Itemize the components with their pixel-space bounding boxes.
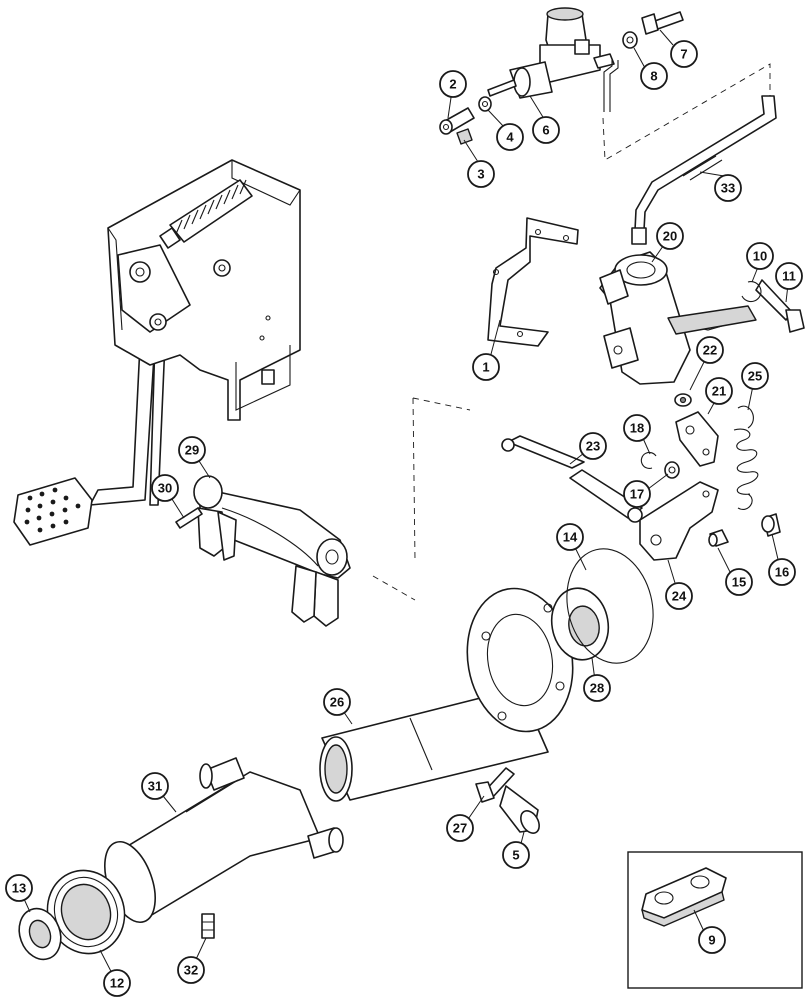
callout-9: 9 bbox=[698, 926, 726, 954]
flange-bolt bbox=[475, 767, 515, 803]
callout-25: 25 bbox=[741, 362, 769, 390]
inset-panel bbox=[627, 851, 803, 989]
callout-8-label: 8 bbox=[650, 69, 657, 84]
callout-33: 33 bbox=[714, 174, 742, 202]
callout-8: 8 bbox=[640, 62, 668, 90]
callout-32: 32 bbox=[177, 956, 205, 984]
callout-31-label: 31 bbox=[148, 779, 162, 794]
pivot-bolt bbox=[761, 513, 781, 537]
callout-30: 30 bbox=[151, 474, 179, 502]
callout-6-label: 6 bbox=[542, 123, 549, 138]
callout-10: 10 bbox=[746, 242, 774, 270]
callout-15: 15 bbox=[725, 568, 753, 596]
callout-12: 12 bbox=[103, 969, 131, 997]
callout-32-label: 32 bbox=[184, 963, 198, 978]
callout-17: 17 bbox=[623, 480, 651, 508]
callout-13: 13 bbox=[5, 874, 33, 902]
bleed-nipple bbox=[201, 913, 215, 939]
callout-27: 27 bbox=[446, 814, 474, 842]
callout-13-label: 13 bbox=[12, 881, 26, 896]
callout-3: 3 bbox=[467, 160, 495, 188]
callout-28-label: 28 bbox=[590, 681, 604, 696]
callout-22-label: 22 bbox=[703, 343, 717, 358]
return-spring bbox=[733, 405, 759, 510]
callout-5: 5 bbox=[502, 841, 530, 869]
callout-7-label: 7 bbox=[680, 47, 687, 62]
callout-6: 6 bbox=[532, 116, 560, 144]
callout-31: 31 bbox=[141, 772, 169, 800]
release-lever bbox=[639, 481, 719, 561]
protective-cap bbox=[499, 785, 540, 834]
callout-2: 2 bbox=[439, 70, 467, 98]
callout-20-label: 20 bbox=[663, 229, 677, 244]
callout-27-label: 27 bbox=[453, 821, 467, 836]
callout-14: 14 bbox=[556, 523, 584, 551]
shaft-pin-lower bbox=[569, 469, 643, 523]
callout-12-label: 12 bbox=[110, 976, 124, 991]
bearing-seal bbox=[18, 907, 62, 961]
lock-clip bbox=[456, 128, 473, 145]
callout-26-label: 26 bbox=[330, 695, 344, 710]
callout-15-label: 15 bbox=[732, 575, 746, 590]
callout-18: 18 bbox=[623, 414, 651, 442]
callout-26: 26 bbox=[323, 688, 351, 716]
callout-4: 4 bbox=[496, 123, 524, 151]
slave-cylinder bbox=[599, 251, 757, 385]
callout-1-label: 1 bbox=[482, 360, 489, 375]
lock-nut bbox=[478, 96, 492, 112]
hydraulic-pipe bbox=[631, 95, 777, 245]
callout-9-label: 9 bbox=[708, 933, 715, 948]
callout-33-label: 33 bbox=[721, 181, 735, 196]
clevis-fork bbox=[675, 411, 719, 467]
callout-20: 20 bbox=[656, 222, 684, 250]
callout-21: 21 bbox=[705, 377, 733, 405]
bolt-cylinder bbox=[755, 279, 805, 333]
callout-30-label: 30 bbox=[158, 481, 172, 496]
callout-10-label: 10 bbox=[753, 249, 767, 264]
callout-24: 24 bbox=[665, 582, 693, 610]
mounting-bracket bbox=[487, 217, 579, 347]
callout-16: 16 bbox=[768, 558, 796, 586]
callout-23-label: 23 bbox=[586, 439, 600, 454]
callout-3-label: 3 bbox=[477, 167, 484, 182]
circlip bbox=[741, 281, 762, 303]
callout-4-label: 4 bbox=[506, 130, 514, 145]
bolt-top bbox=[641, 11, 684, 35]
pin-washer bbox=[664, 461, 680, 479]
callout-23: 23 bbox=[579, 432, 607, 460]
callout-7: 7 bbox=[670, 40, 698, 68]
callout-5-label: 5 bbox=[512, 848, 519, 863]
callout-16-label: 16 bbox=[775, 565, 789, 580]
callout-24-label: 24 bbox=[672, 589, 687, 604]
callout-22: 22 bbox=[696, 336, 724, 364]
callout-29: 29 bbox=[178, 436, 206, 464]
shaft-pin bbox=[501, 435, 585, 469]
grease-nipple-lever bbox=[708, 529, 729, 547]
callout-18-label: 18 bbox=[630, 421, 644, 436]
callout-17-label: 17 bbox=[630, 487, 644, 502]
callout-2-label: 2 bbox=[449, 77, 456, 92]
washer-top bbox=[622, 31, 638, 49]
release-fork bbox=[193, 475, 351, 627]
callout-21-label: 21 bbox=[712, 384, 726, 399]
callout-29-label: 29 bbox=[185, 443, 199, 458]
pedal-assembly bbox=[13, 159, 301, 546]
callout-14-label: 14 bbox=[563, 530, 578, 545]
master-cylinder bbox=[487, 7, 619, 112]
callout-11: 11 bbox=[775, 262, 803, 290]
adjuster-nut bbox=[674, 393, 692, 407]
rod-end-clevis bbox=[439, 107, 475, 135]
callout-25-label: 25 bbox=[748, 369, 762, 384]
callout-28: 28 bbox=[583, 674, 611, 702]
o-ring bbox=[566, 548, 654, 664]
callout-1: 1 bbox=[472, 353, 500, 381]
concentric-cylinder bbox=[104, 757, 344, 923]
callout-11-label: 11 bbox=[782, 269, 796, 284]
fork-pin bbox=[175, 507, 203, 529]
pin-circlip bbox=[640, 451, 657, 469]
guide-tube bbox=[319, 587, 574, 802]
